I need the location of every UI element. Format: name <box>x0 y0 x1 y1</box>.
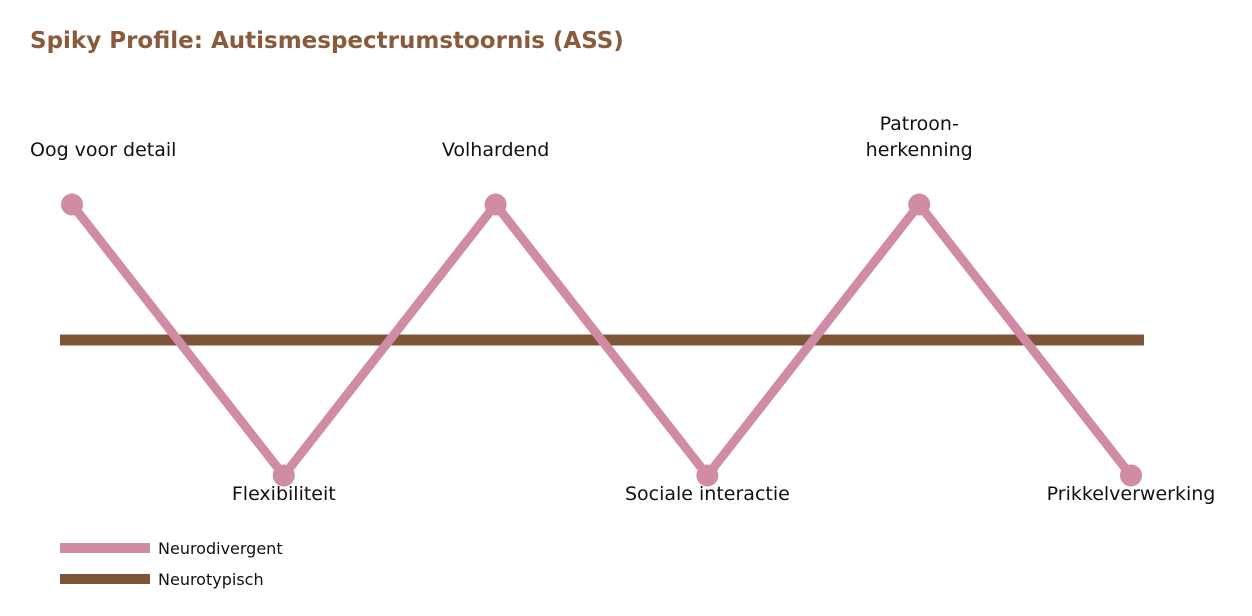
legend-swatch-neurodivergent <box>60 543 150 553</box>
chart-title: Spiky Profile: Autismespectrumstoornis (… <box>30 28 624 54</box>
category-label: Oog voor detail <box>30 139 176 161</box>
legend: Neurodivergent Neurotypisch <box>60 539 283 589</box>
data-point-neurodivergent <box>1120 464 1142 487</box>
series-line-neurodivergent <box>68 200 1135 480</box>
legend-swatch-neurotypisch <box>60 574 150 584</box>
legend-label-neurotypisch: Neurotypisch <box>158 570 264 589</box>
category-label: Prikkelverwerking <box>1047 483 1216 505</box>
legend-label-neurodivergent: Neurodivergent <box>158 539 283 558</box>
data-point-neurodivergent <box>272 464 295 487</box>
data-point-neurodivergent <box>484 193 507 216</box>
category-label: Patroon- <box>880 113 959 135</box>
series-layer <box>60 193 1144 487</box>
category-label: Sociale interactie <box>625 483 790 505</box>
data-point-neurodivergent <box>908 193 931 216</box>
category-label: Volhardend <box>442 139 549 161</box>
category-label: Flexibiliteit <box>232 483 336 505</box>
data-point-neurodivergent <box>696 464 719 487</box>
category-label: herkenning <box>866 139 973 161</box>
data-point-neurodivergent <box>61 193 83 216</box>
